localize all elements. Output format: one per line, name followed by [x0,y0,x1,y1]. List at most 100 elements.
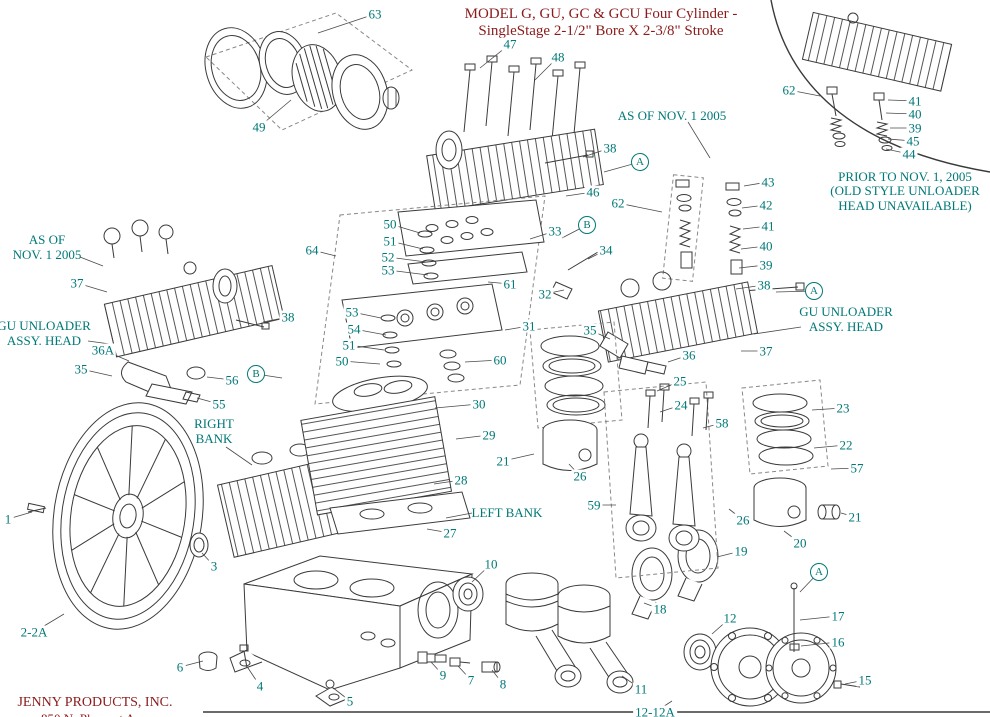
view-marker-A: A [631,153,649,171]
callout-22: 22 [837,437,855,453]
callout-24: 24 [672,397,690,413]
callout-12-12A: 12-12A [633,704,677,717]
callout-38: 38 [279,309,297,325]
callout-50: 50 [333,353,351,369]
callout-8: 8 [497,676,509,692]
callout-42: 42 [757,197,775,213]
air-filter-assembly [204,12,413,131]
callout-54: 54 [345,321,363,337]
label-left-bank: LEFT BANK [471,505,543,520]
callout-31: 31 [520,318,538,334]
callout-9: 9 [437,667,449,683]
callout-40: 40 [757,238,775,254]
callout-36: 36 [680,347,698,363]
callout-58: 58 [713,415,731,431]
callout-5: 5 [344,693,356,709]
callout-48: 48 [549,49,567,65]
callout-21: 21 [846,509,864,525]
left-piston-rings [529,321,623,471]
callout-28: 28 [452,472,470,488]
callout-17: 17 [829,608,847,624]
callout-6: 6 [174,659,186,675]
callout-37: 37 [757,343,775,359]
callout-15: 15 [856,672,874,688]
right-piston-rings [741,379,841,527]
small-fasteners [198,644,501,673]
callout-51: 51 [340,337,358,353]
callout-20: 20 [791,535,809,551]
callout-61: 61 [501,276,519,292]
view-marker-A: A [805,282,823,300]
inset-note-line1: PRIOR TO NOV. 1, 2005 [838,169,972,184]
inset-note-line3: HEAD UNAVAILABLE) [838,197,972,213]
center-pistons [505,572,634,694]
callout-2-2A: 2-2A [18,624,50,640]
callout-38: 38 [755,277,773,293]
valve-plate-assembly [314,195,546,405]
callout-41: 41 [759,218,777,234]
callout-16: 16 [829,634,847,650]
callout-19: 19 [732,543,750,559]
callout-52: 52 [379,249,397,265]
label-as-of-nov-left: AS OF NOV. 1 2005 [12,232,82,262]
callout-53: 53 [343,304,361,320]
callout-51: 51 [381,233,399,249]
callout-21: 21 [494,453,512,469]
callout-39: 39 [906,120,924,136]
callout-47: 47 [501,36,519,52]
left-unloader-head [103,219,285,405]
callout-38: 38 [601,140,619,156]
callout-40: 40 [906,106,924,122]
callout-26: 26 [734,512,752,528]
callout-12: 12 [721,610,739,626]
label-as-of-nov-right: AS OF NOV. 1 2005 [617,108,727,123]
callout-10: 10 [482,556,500,572]
callout-62: 62 [780,82,798,98]
inset-old-unloader-head [801,11,953,151]
callout-36A: 36A [89,342,117,358]
callout-34: 34 [597,242,615,258]
callout-33: 33 [546,223,564,239]
callout-39: 39 [757,257,775,273]
label-gu-unloader-left: GU UNLOADER ASSY. HEAD [0,318,91,348]
callout-60: 60 [491,352,509,368]
inset-note-line2: (OLD STYLE UNLOADER [830,183,980,199]
callout-64: 64 [303,242,321,258]
diagram-title-line1: MODEL G, GU, GC & GCU Four Cylinder - [464,6,738,22]
callout-35: 35 [72,361,90,377]
callout-23: 23 [834,400,852,416]
callout-45: 45 [904,133,922,149]
callout-7: 7 [465,672,477,688]
view-marker-B: B [247,365,265,383]
bearing-flange-group [683,582,861,707]
callout-49: 49 [250,119,268,135]
callout-62: 62 [609,195,627,211]
diagram-title: MODEL G, GU, GC & GCU Four Cylinder - Si… [465,6,738,41]
inset-note: PRIOR TO NOV. 1, 2005 (OLD STYLE UNLOADE… [830,169,980,213]
callout-4: 4 [254,678,266,694]
callout-18: 18 [651,601,669,617]
callout-56: 56 [223,372,241,388]
callout-30: 30 [470,396,488,412]
view-marker-B: B [578,216,596,234]
callout-59: 59 [585,497,603,513]
connecting-rods [603,381,719,579]
diagram-title-line2: SingleStage 2-1/2" Bore X 2-3/8" Stroke [478,23,724,40]
footer-company: JENNY PRODUCTS, INC. [17,695,173,710]
inset-divider-curve [770,0,990,173]
main-bearing [452,576,484,612]
callout-1: 1 [2,511,14,527]
callout-41: 41 [906,93,924,109]
callout-50: 50 [381,216,399,232]
callout-46: 46 [584,184,602,200]
callout-57: 57 [848,460,866,476]
callout-25: 25 [671,373,689,389]
label-right-bank: RIGHT BANK [194,416,234,446]
callout-32: 32 [536,286,554,302]
callout-11: 11 [632,681,650,697]
right-unloader-head [550,251,759,375]
callout-55: 55 [210,396,228,412]
